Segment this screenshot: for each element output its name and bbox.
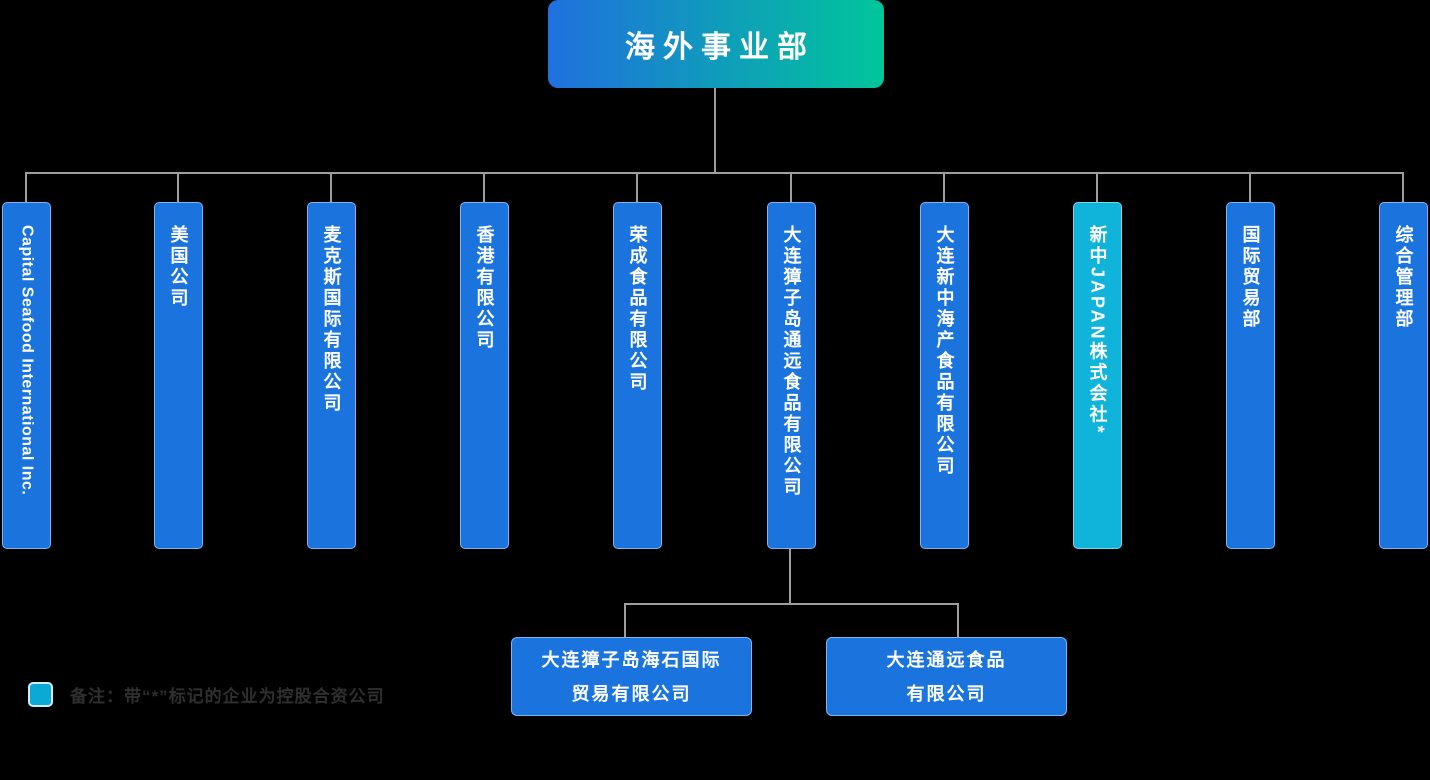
node-label: 大连新中海产食品有限公司 bbox=[934, 225, 955, 477]
node-xinzhong-japan: 新中JAPAN株式会社* bbox=[1073, 202, 1122, 549]
root-node: 海外事业部 bbox=[548, 0, 884, 88]
node-label: Capital Seafood International Inc. bbox=[18, 225, 36, 496]
node-max-international: 麦克斯国际有限公司 bbox=[307, 202, 356, 549]
connector-stub-6 bbox=[790, 172, 792, 202]
node-label-line2: 有限公司 bbox=[906, 683, 987, 704]
connector-stub-8 bbox=[1096, 172, 1098, 202]
node-label-line1: 大连獐子岛海石国际 bbox=[541, 649, 722, 670]
root-node-label: 海外事业部 bbox=[625, 31, 815, 64]
node-hongkong: 香港有限公司 bbox=[460, 202, 509, 549]
node-haishi-intl-trade: 大连獐子岛海石国际 贸易有限公司 bbox=[511, 637, 752, 716]
connector-subtree-rail bbox=[624, 603, 959, 605]
connector-subtree-drop bbox=[789, 549, 791, 605]
connector-subtree-stub-left bbox=[624, 603, 626, 637]
connector-stub-2 bbox=[177, 172, 179, 202]
connector-stub-9 bbox=[1249, 172, 1251, 202]
node-capital-seafood: Capital Seafood International Inc. bbox=[2, 202, 51, 549]
node-intl-trade-dept: 国际贸易部 bbox=[1226, 202, 1275, 549]
connector-stub-1 bbox=[25, 172, 27, 202]
connector-stub-3 bbox=[330, 172, 332, 202]
node-label: 新中JAPAN株式会社* bbox=[1087, 225, 1108, 436]
node-us-company: 美国公司 bbox=[154, 202, 203, 549]
connector-main-rail bbox=[25, 172, 1404, 174]
connector-stub-7 bbox=[943, 172, 945, 202]
node-label-line2: 贸易有限公司 bbox=[571, 683, 692, 704]
legend-note-text: 备注：带“*”标记的企业为控股合资公司 bbox=[70, 687, 385, 706]
node-label: 荣成食品有限公司 bbox=[627, 225, 648, 393]
node-label: 美国公司 bbox=[168, 225, 189, 309]
connector-stub-5 bbox=[636, 172, 638, 202]
node-label: 大连獐子岛通远食品有限公司 bbox=[781, 225, 802, 498]
node-label: 香港有限公司 bbox=[474, 225, 495, 351]
node-tongyuan-food: 大连通远食品 有限公司 bbox=[826, 637, 1067, 716]
node-label: 麦克斯国际有限公司 bbox=[321, 225, 342, 414]
connector-stub-10 bbox=[1402, 172, 1404, 202]
node-xinzhong-seafood: 大连新中海产食品有限公司 bbox=[920, 202, 969, 549]
node-label-line1: 大连通远食品 bbox=[886, 649, 1007, 670]
node-rongcheng-food: 荣成食品有限公司 bbox=[613, 202, 662, 549]
node-label: 综合管理部 bbox=[1393, 225, 1414, 330]
node-zhangzidao-tongyuan: 大连獐子岛通远食品有限公司 bbox=[767, 202, 816, 549]
connector-root-drop bbox=[714, 88, 716, 173]
connector-stub-4 bbox=[483, 172, 485, 202]
legend-note: 备注：带“*”标记的企业为控股合资公司 bbox=[28, 682, 385, 707]
connector-subtree-stub-right bbox=[957, 603, 959, 637]
legend-teal-swatch-icon bbox=[28, 682, 53, 707]
node-general-mgmt-dept: 综合管理部 bbox=[1379, 202, 1428, 549]
node-label: 国际贸易部 bbox=[1240, 225, 1261, 330]
